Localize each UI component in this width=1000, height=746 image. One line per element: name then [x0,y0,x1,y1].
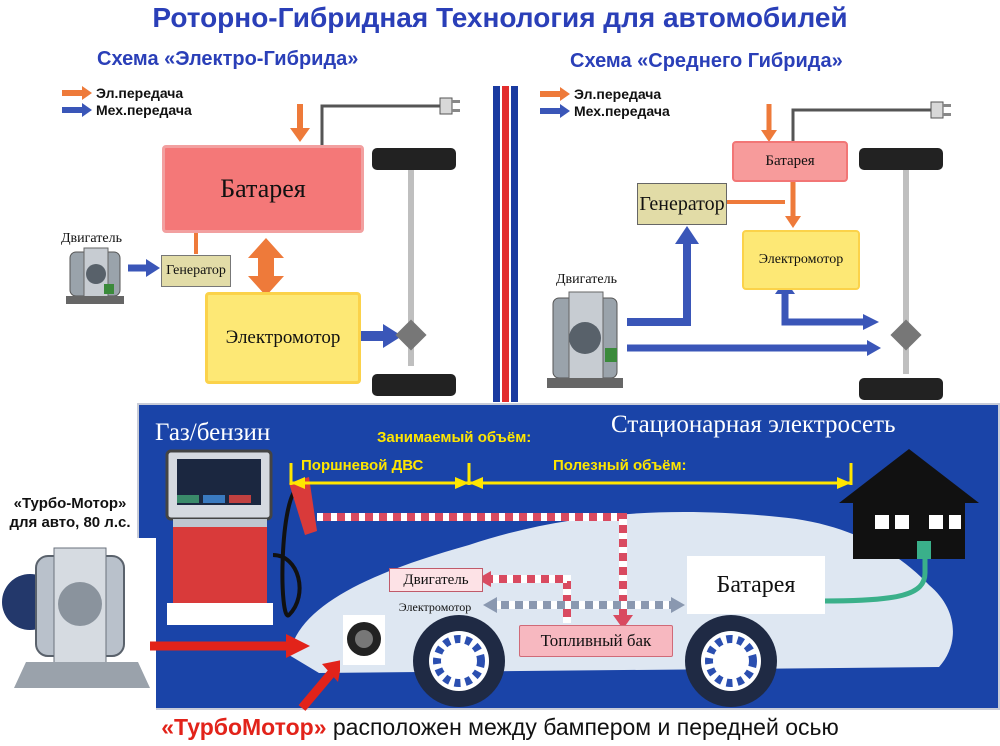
right-generator-box: Генератор [637,183,727,225]
car-battery-box: Батарея [687,556,825,614]
legend-el-label: Эл.передача [96,84,184,101]
orange-arrow-icon [62,85,92,100]
legend-mech-transfer-right: Мех.передача [540,102,670,119]
right-battery-box: Батарея [732,141,848,182]
caption-rest: расположен между бампером и передней ось… [326,714,839,740]
rear-wheel-icon [685,615,777,707]
page-title: Роторно-Гибридная Технология для автомоб… [152,2,848,33]
power-grid-label: Стационарная электросеть [611,411,896,438]
piston-engine-label: Поршневой ДВС [301,457,424,474]
car-illustration [165,449,979,707]
right-schema-diagram [547,101,951,400]
plug-icon [439,97,460,115]
turbo-motor-label: «Турбо-Мотор» для авто, 80 л.с. [2,494,138,532]
left-legend: Эл.передача Мех.передача [62,84,192,118]
turbo-motor-icon [343,615,385,665]
legend-mech-label: Мех.передача [96,101,192,118]
orange-arrow-icon [540,86,570,101]
turbo-engine-icon [2,547,150,688]
left-engine-label: Двигатель [61,231,122,246]
fuel-pump-icon [165,449,317,625]
fuel-tank-box: Топливный бак [519,625,673,657]
right-schema-title: Схема «Среднего Гибрида» [570,50,843,72]
legend-el-transfer: Эл.передача [62,84,192,101]
left-battery-box: Батарея [162,145,364,233]
turbo-motor-label-line1: «Турбо-Мотор» [13,495,127,512]
turbo-motor-graphic [0,538,340,712]
axle-icon [859,148,943,400]
legend-mech-label-right: Мех.передача [574,102,670,119]
blue-arrow-icon [62,102,92,117]
right-legend: Эл.передача Мех.передача [540,85,670,119]
left-electromotor-box: Электромотор [205,292,361,384]
right-engine-label: Двигатель [556,272,617,287]
left-schema-title: Схема «Электро-Гибрида» [97,48,359,70]
legend-mech-transfer: Мех.передача [62,101,192,118]
bottom-caption: «ТурбоМотор» расположен между бампером и… [0,714,1000,741]
gas-label: Газ/бензин [155,419,271,446]
useful-volume-label: Полезный объём: [553,457,687,474]
engine-icon [547,291,623,388]
car-engine-box: Двигатель [389,568,483,592]
blue-arrow-icon [540,103,570,118]
legend-el-label-right: Эл.передача [574,85,662,102]
right-electromotor-box: Электромотор [742,230,860,290]
axle-icon [372,148,456,396]
vertical-divider [493,86,518,402]
legend-el-transfer-right: Эл.передача [540,85,670,102]
car-electromotor-label: Электромотор [398,599,472,614]
hybrid-car-panel: Газ/бензин Стационарная электросеть Зани… [137,403,1000,710]
turbo-motor-label-line2: для авто, 80 л.с. [9,514,131,531]
left-generator-box: Генератор [161,255,231,287]
house-icon [839,449,979,559]
caption-highlight: «ТурбоМотор» [161,714,327,740]
engine-icon [66,247,124,304]
plug-icon [930,101,951,119]
front-wheel-icon [413,615,505,707]
occupied-volume-label: Занимаемый объём: [377,429,532,446]
